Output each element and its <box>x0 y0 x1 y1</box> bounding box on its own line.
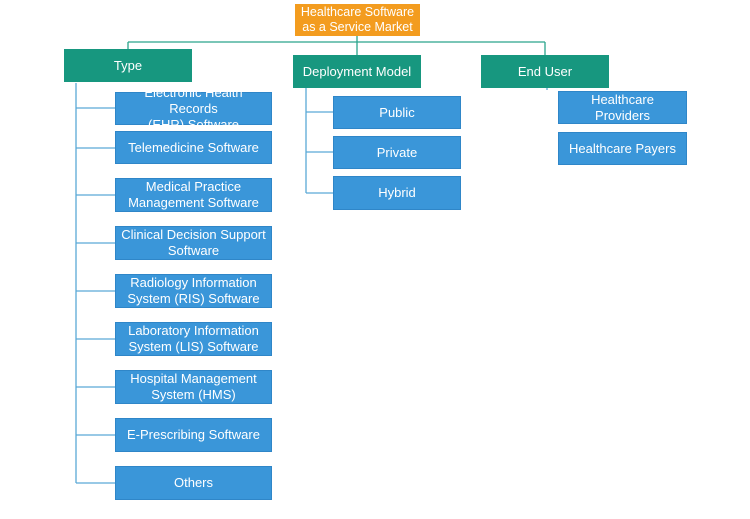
deployment-item-label: Hybrid <box>378 185 416 200</box>
type-item-others: Others <box>115 466 272 500</box>
category-deployment-model: Deployment Model <box>293 55 421 88</box>
type-item-telemedicine: Telemedicine Software <box>115 131 272 164</box>
type-item-label: Medical Practice Management Software <box>128 179 259 210</box>
type-item-label: Laboratory Information System (LIS) Soft… <box>128 323 259 354</box>
category-type: Type <box>64 49 192 82</box>
category-deployment-model-label: Deployment Model <box>302 63 412 79</box>
category-type-label: Type <box>113 57 143 73</box>
type-item-hms: Hospital Management System (HMS) <box>115 370 272 404</box>
type-item-ehr: Electronic Health Records (EHR) Software <box>115 85 272 132</box>
deployment-item-public: Public <box>333 96 461 129</box>
type-item-label: Clinical Decision Support Software <box>121 227 266 258</box>
deployment-item-label: Public <box>379 104 415 120</box>
category-end-user-label: End User <box>517 63 573 79</box>
root-node: Healthcare Software as a Service Market <box>295 4 420 36</box>
type-item-label: Electronic Health Records (EHR) Software <box>144 84 243 132</box>
type-item-label: Radiology Information System (RIS) Softw… <box>127 275 260 306</box>
type-item-e-prescribing: E-Prescribing Software <box>115 418 272 452</box>
type-item-medical-practice: Medical Practice Management Software <box>115 178 272 212</box>
deployment-item-private: Private <box>333 136 461 169</box>
category-end-user: End User <box>481 55 609 88</box>
type-item-label: E-Prescribing Software <box>127 427 260 442</box>
type-item-ris: Radiology Information System (RIS) Softw… <box>115 274 272 308</box>
end-user-item-payers: Healthcare Payers <box>558 132 687 165</box>
type-item-label: Others <box>173 475 213 490</box>
deployment-item-label: Private <box>376 144 418 160</box>
type-item-label: Hospital Management System (HMS) <box>130 371 257 402</box>
end-user-item-label: Healthcare Providers <box>591 91 654 123</box>
type-item-lis: Laboratory Information System (LIS) Soft… <box>115 322 272 356</box>
root-node-label: Healthcare Software as a Service Market <box>300 5 415 34</box>
end-user-item-label: Healthcare Payers <box>569 140 676 156</box>
type-item-label: Telemedicine Software <box>128 139 259 155</box>
end-user-item-providers: Healthcare Providers <box>558 91 687 124</box>
deployment-item-hybrid: Hybrid <box>333 176 461 210</box>
type-item-clinical-decision: Clinical Decision Support Software <box>115 226 272 260</box>
